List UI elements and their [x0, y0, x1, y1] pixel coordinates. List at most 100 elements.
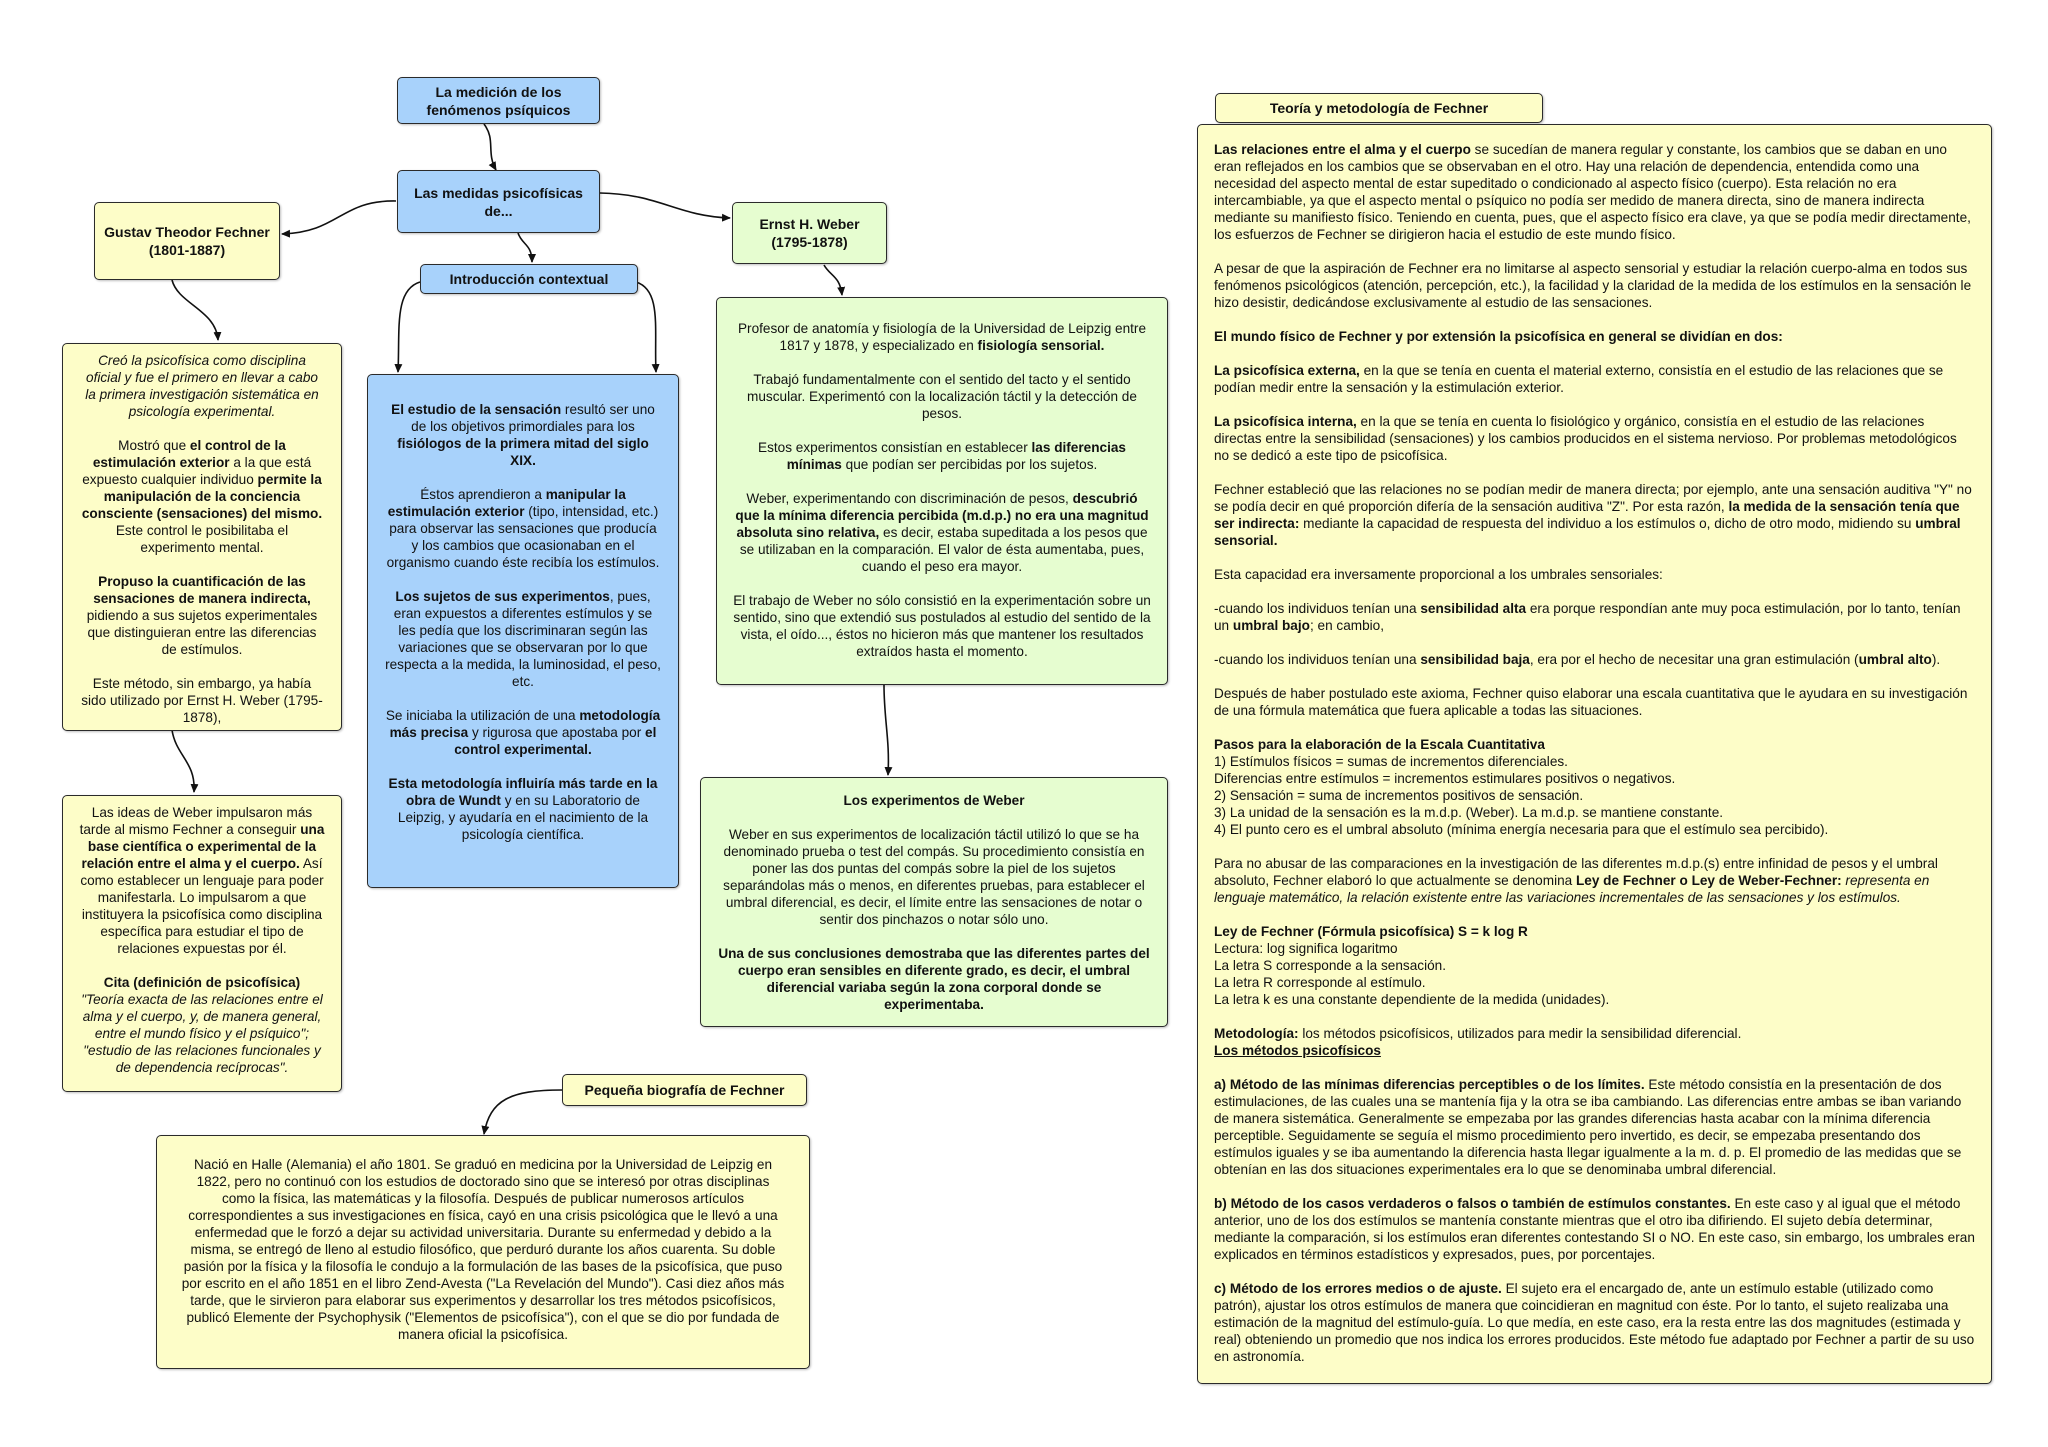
teoria-p10: Después de haber postulado este axioma, …	[1214, 686, 1968, 718]
metodo-a-title: a) Método de las mínimas diferencias per…	[1214, 1077, 1645, 1092]
teoria-p3: El mundo físico de Fechner y por extensi…	[1214, 329, 1783, 344]
teoria-p1-b: se sucedían de manera regular y constant…	[1214, 142, 1971, 242]
teoria-node-label: Teoría y metodología de Fechner	[1269, 100, 1489, 116]
intro-p2-a: Éstos aprendieron a	[420, 487, 546, 502]
fechner-p1: Creó la psicofísica como disciplina ofic…	[85, 353, 319, 419]
weber-p2: Trabajó fundamentalmente con el sentido …	[747, 372, 1137, 421]
ley-line: La letra R corresponde al estímulo.	[1214, 975, 1426, 990]
intro-p1-a: El estudio de la sensación	[391, 402, 562, 417]
medidas-node-label: Las medidas psicofísicas de...	[414, 184, 583, 219]
ley-line: La letra k es una constante dependiente …	[1214, 992, 1610, 1007]
metodologia-label: Metodología:	[1214, 1026, 1299, 1041]
weber-p3-b: las diferencias mínimas	[786, 440, 1126, 472]
teoria-p9-a: -cuando los individuos tenían una	[1214, 652, 1421, 667]
intro-node-label: Introducción contextual	[449, 271, 609, 287]
metodologia-text: los métodos psicofísicos, utilizados par…	[1298, 1026, 1742, 1041]
teoria-p2: A pesar de que la aspiración de Fechner …	[1214, 261, 1972, 310]
biografia-node[interactable]: Pequeña biografía de Fechner	[562, 1074, 807, 1106]
fechner-node[interactable]: Gustav Theodor Fechner (1801-1887)	[94, 202, 280, 280]
edge-root-medidas	[483, 123, 497, 171]
teoria-p11-c: representa en lenguaje matemático, la re…	[1214, 873, 1930, 905]
teoria-p9-d: umbral alto	[1858, 652, 1932, 667]
edge-medidas-fechner	[281, 200, 397, 238]
weber-p4-a: Weber, experimentando con discriminación…	[746, 491, 1073, 506]
intro-p2-c: (tipo, intensidad, etc.) para observar l…	[386, 504, 660, 570]
experimentos-p2: Una de sus conclusiones demostraba que l…	[718, 946, 1150, 1012]
intro-p3-b: , pues, eran expuestos a diferentes estí…	[385, 589, 661, 689]
teoria-p11-b: Ley de Fechner o Ley de Weber-Fechner:	[1575, 873, 1842, 888]
ley-line: Lectura: log significa logaritmo	[1214, 941, 1398, 956]
biografia-text: Nació en Halle (Alemania) el año 1801. S…	[181, 1157, 785, 1342]
pasos-item: 1) Estímulos físicos = sumas de incremen…	[1214, 754, 1568, 769]
weber-node[interactable]: Ernst H. Weber (1795-1878)	[732, 202, 887, 264]
weber-p3-a: Estos experimentos consistían en estable…	[758, 440, 1032, 455]
teoria-p6-d: umbral sensorial.	[1214, 516, 1961, 548]
teoria-p8-c: era porque respondían ante muy poca esti…	[1214, 601, 1961, 633]
teoria-p6-a: Fechner estableció que las relaciones no…	[1214, 482, 1972, 514]
pasos-item: Diferencias entre estímulos = incremento…	[1214, 771, 1676, 786]
teoria-content-box: Las relaciones entre el alma y el cuerpo…	[1197, 124, 1992, 1384]
intro-p4-c: y rigurosa que apostaba por	[468, 725, 646, 740]
edge-weberbox-experimentos	[883, 684, 893, 776]
intro-p1-c: fisiólogos de la primera mitad del siglo…	[397, 436, 649, 468]
teoria-p9-c: , era por el hecho de necesitar una gran…	[1529, 652, 1859, 667]
edge-medidas-intro	[517, 232, 536, 263]
pasos-item: 2) Sensación = suma de incrementos posit…	[1214, 788, 1584, 803]
fechner-p2-a: Mostró que	[118, 438, 190, 453]
ideas-p1-c: Así como establecer un lenguaje para pod…	[80, 856, 324, 956]
teoria-p9-e: ).	[1931, 652, 1941, 667]
teoria-p4-b: en la que se tenía en cuenta el material…	[1214, 363, 1944, 395]
teoria-p8-b: sensibilidad alta	[1420, 601, 1527, 616]
edge-biografia	[481, 1089, 563, 1135]
weber-p4-c: es decir, estaba supeditada a los pesos …	[739, 525, 1148, 574]
weber-p5: El trabajo de Weber no sólo consistió en…	[733, 593, 1151, 659]
pasos-item: 4) El punto cero es el umbral absoluto (…	[1214, 822, 1829, 837]
intro-node[interactable]: Introducción contextual	[420, 264, 638, 294]
teoria-p5-a: La psicofísica interna,	[1214, 414, 1357, 429]
root-node[interactable]: La medición de los fenómenos psíquicos	[397, 77, 600, 124]
pasos-title: Pasos para la elaboración de la Escala C…	[1214, 737, 1545, 752]
fechner-content-box: Creó la psicofísica como disciplina ofic…	[62, 343, 342, 731]
fechner-p3-a: Propuso la cuantificación de las sensaci…	[93, 574, 311, 606]
teoria-p8-a: -cuando los individuos tenían una	[1214, 601, 1421, 616]
teoria-node[interactable]: Teoría y metodología de Fechner	[1215, 93, 1543, 123]
metodo-b-text: En este caso y al igual que el método an…	[1214, 1196, 1975, 1262]
teoria-p9-b: sensibilidad baja	[1420, 652, 1530, 667]
ideas-content-box: Las ideas de Weber impulsaron más tarde …	[62, 795, 342, 1092]
fechner-p2-b: el control de la estimulación exterior	[92, 438, 286, 470]
intro-content-box: El estudio de la sensación resultó ser u…	[367, 374, 679, 888]
edge-intro-left	[394, 281, 421, 373]
pasos-item: 3) La unidad de la sensación es la m.d.p…	[1214, 805, 1724, 820]
intro-p4-a: Se iniciaba la utilización de una	[385, 708, 580, 723]
intro-p4-b: metodología más precisa	[389, 708, 661, 740]
ideas-p1-b: una base científica o experimental de la…	[81, 822, 325, 871]
cita-title: Cita (definición de psicofísica)	[103, 975, 301, 990]
medidas-node[interactable]: Las medidas psicofísicas de...	[397, 170, 600, 233]
edge-weber-box	[823, 264, 846, 296]
intro-p1-b: resultó ser uno de los objetivos primord…	[411, 402, 655, 434]
metodo-c-text: El sujeto era el encargado de, ante un e…	[1214, 1281, 1975, 1364]
weber-p4-b: descubrió que la mínima diferencia perci…	[735, 491, 1149, 540]
teoria-p6-c: mediante la capacidad de respuesta del i…	[1299, 516, 1916, 531]
ideas-p1-a: Las ideas de Weber impulsaron más tarde …	[79, 805, 313, 837]
intro-p3-a: Los sujetos de sus experimentos	[395, 589, 610, 604]
metodo-a-text: Este método consistía en la presentación…	[1214, 1077, 1962, 1177]
teoria-p1-a: Las relaciones entre el alma y el cuerpo	[1214, 142, 1471, 157]
fechner-p3-b: pidiendo a sus sujetos experimentales qu…	[86, 608, 318, 657]
teoria-p7: Esta capacidad era inversamente proporci…	[1214, 567, 1663, 582]
fechner-p2-d: permite la manipulación de la conciencia…	[81, 472, 323, 521]
edge-intro-right	[635, 281, 660, 373]
fechner-node-label: Gustav Theodor Fechner (1801-1887)	[104, 224, 270, 258]
edge-fechnerbox-ideas	[171, 729, 199, 793]
experimentos-p1: Weber en sus experimentos de localizació…	[723, 827, 1145, 927]
intro-p2-b: manipular la estimulación exterior	[387, 487, 626, 519]
edge-fechner-box	[171, 279, 222, 341]
metodo-b-title: b) Método de los casos verdaderos o fals…	[1214, 1196, 1731, 1211]
experimentos-title: Los experimentos de Weber	[843, 793, 1025, 808]
teoria-p4-a: La psicofísica externa,	[1214, 363, 1360, 378]
fechner-p2-c: a la que está expuesto cualquier individ…	[82, 455, 312, 487]
biografia-node-label: Pequeña biografía de Fechner	[584, 1082, 785, 1098]
ley-title: Ley de Fechner (Fórmula psicofísica) S =…	[1214, 924, 1528, 939]
fechner-p2-e: Este control le posibilitaba el experime…	[115, 523, 289, 555]
